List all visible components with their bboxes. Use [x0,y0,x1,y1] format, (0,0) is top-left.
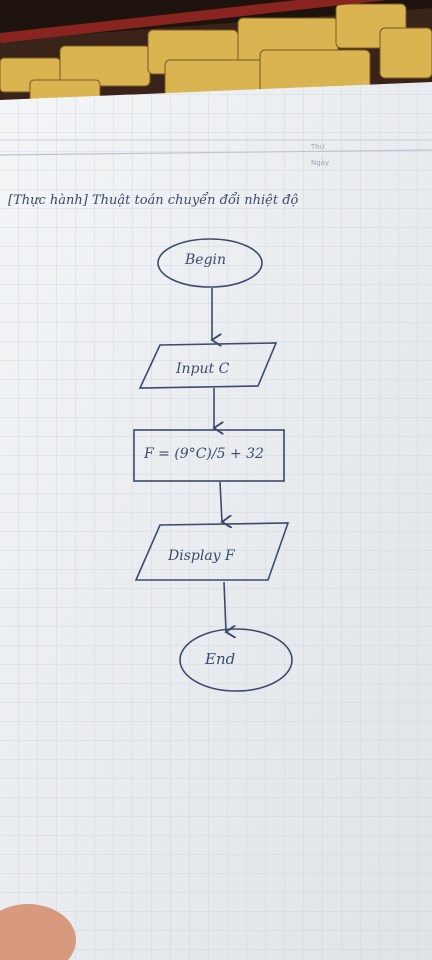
header-thu: Thứ [311,143,325,151]
begin-label: Begin [185,252,227,268]
flowchart [133,238,293,692]
page-title: [Thực hành] Thuật toán chuyển đổi nhiệt … [8,193,299,208]
display-parallelogram-shape [134,522,290,581]
process-label: F = (9°C)/5 + 32 [144,446,264,462]
end-label: End [205,650,236,668]
input-label: Input C [176,361,230,377]
begin-terminal-shape [157,238,263,288]
thumb [0,904,76,960]
process-box-shape [133,429,285,482]
input-parallelogram-shape [138,342,278,389]
display-label: Display F [168,548,235,564]
end-terminal-shape [179,628,293,692]
header-ngay: Ngày [311,159,330,167]
